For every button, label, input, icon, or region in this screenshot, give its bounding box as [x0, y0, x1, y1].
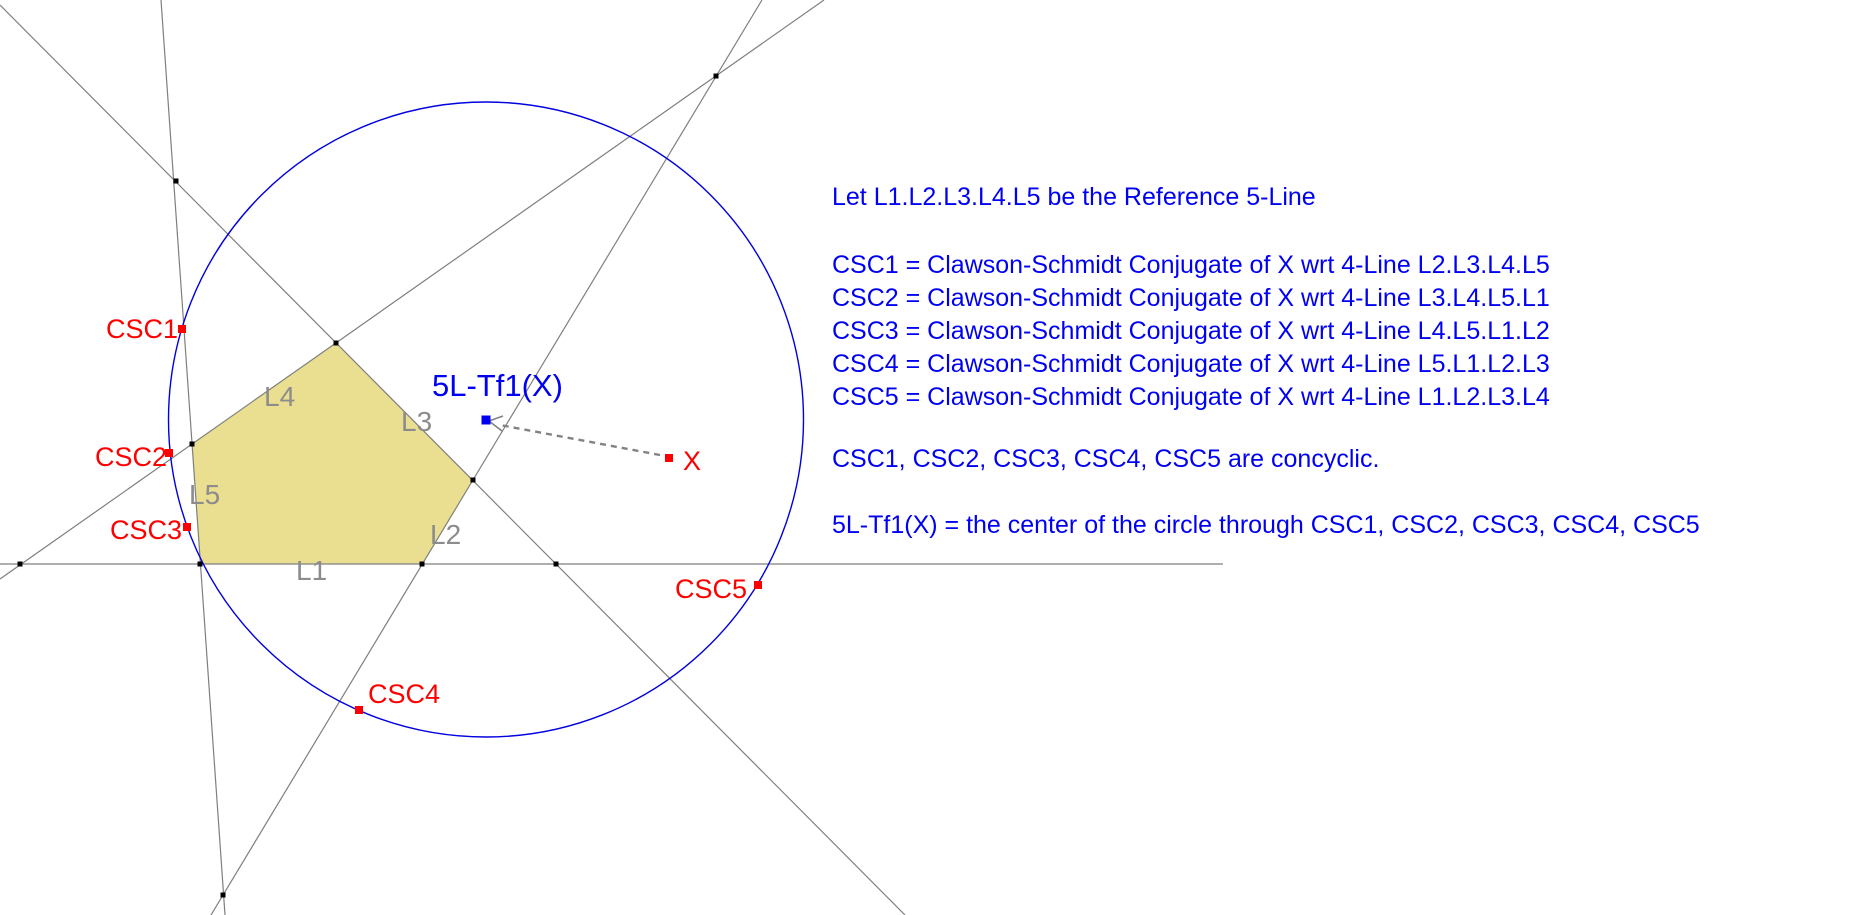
intersection-dot: [189, 441, 195, 447]
pentagon-region: [192, 343, 473, 564]
csc-circumcircle: [167, 101, 805, 738]
point-CSC5[interactable]: [754, 581, 762, 589]
reference-line-L3: [0, 4, 906, 915]
point-label-CSC4: CSC4: [368, 679, 440, 709]
intersection-dot: [713, 73, 719, 79]
center-point-label: 5L-Tf1(X): [432, 368, 563, 403]
point-label-CSC5: CSC5: [675, 574, 747, 604]
panel-line-csc3-def: CSC3 = Clawson-Schmidt Conjugate of X wr…: [832, 317, 1550, 345]
intersection-dot: [173, 178, 179, 184]
intersection-dot: [419, 561, 425, 567]
point-label-CSC3: CSC3: [110, 515, 182, 545]
intersection-dot: [17, 561, 23, 567]
point-label-CSC2: CSC2: [95, 442, 167, 472]
line-label-L4: L4: [264, 381, 295, 412]
line-label-L1: L1: [296, 555, 327, 586]
panel-line-center-def: 5L-Tf1(X) = the center of the circle thr…: [832, 511, 1700, 539]
line-label-L2: L2: [430, 519, 461, 550]
panel-line-reference: Let L1.L2.L3.L4.L5 be the Reference 5-Li…: [832, 183, 1316, 211]
intersection-dot: [470, 477, 476, 483]
point-label-X: X: [683, 446, 701, 476]
panel-line-csc4-def: CSC4 = Clawson-Schmidt Conjugate of X wr…: [832, 350, 1550, 378]
panel-line-csc5-def: CSC5 = Clawson-Schmidt Conjugate of X wr…: [832, 383, 1550, 411]
point-label-CSC1: CSC1: [106, 314, 178, 344]
intersection-dot: [197, 561, 203, 567]
panel-line-csc2-def: CSC2 = Clawson-Schmidt Conjugate of X wr…: [832, 284, 1550, 312]
line-label-L5: L5: [189, 479, 220, 510]
mapping-arrowhead-icon: [487, 415, 504, 432]
intersection-dot: [220, 892, 226, 898]
center-point-5L-Tf1[interactable]: [481, 415, 491, 425]
point-X[interactable]: [665, 454, 673, 462]
mapping-arrow-dashes: [499, 423, 661, 457]
panel-line-concyclic: CSC1, CSC2, CSC3, CSC4, CSC5 are concycl…: [832, 445, 1380, 473]
intersection-dot: [553, 561, 559, 567]
reference-line-L5: [160, 0, 226, 915]
panel-line-csc1-def: CSC1 = Clawson-Schmidt Conjugate of X wr…: [832, 251, 1550, 279]
point-CSC4[interactable]: [355, 706, 363, 714]
intersection-dot: [333, 340, 339, 346]
reference-line-L4: [0, 0, 825, 580]
point-CSC3[interactable]: [183, 523, 191, 531]
point-CSC1[interactable]: [178, 325, 186, 333]
point-CSC2[interactable]: [165, 449, 173, 457]
reference-line-L2: [210, 0, 763, 915]
line-label-L3: L3: [401, 406, 432, 437]
